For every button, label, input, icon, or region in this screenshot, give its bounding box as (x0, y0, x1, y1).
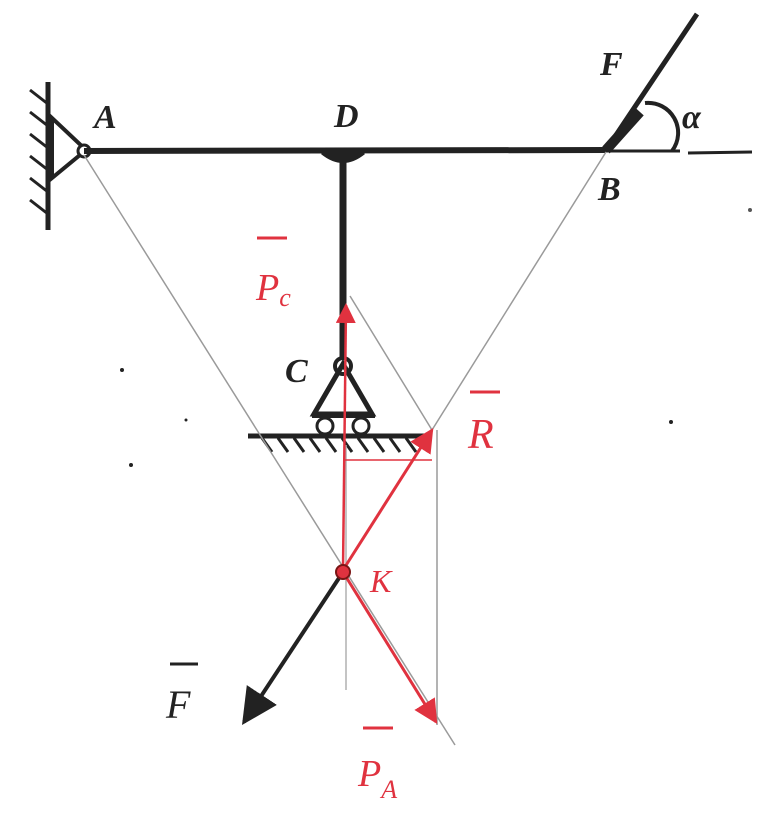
label-B: B (597, 171, 621, 208)
label-Pc-main: P (255, 267, 279, 309)
point-K (335, 564, 351, 580)
vector-F-at-K (242, 570, 345, 726)
label-C: C (285, 353, 308, 390)
label-A: A (92, 99, 117, 136)
label-PA-main: P (357, 753, 381, 795)
label-alpha: α (682, 99, 702, 136)
beam-AB (83, 147, 607, 154)
label-PA-sub: A (379, 775, 397, 804)
paper-specks (120, 208, 752, 467)
label-PA: PA (357, 753, 397, 804)
vector-Pc (335, 303, 356, 571)
label-R: R (467, 412, 494, 458)
wall-support (29, 82, 51, 230)
label-F-bottom: F (165, 682, 191, 727)
ground (248, 433, 425, 453)
label-F-top: F (599, 46, 623, 83)
force-F-head (602, 108, 644, 154)
vector-R (341, 427, 434, 571)
joint-D (321, 151, 365, 163)
label-D: D (333, 98, 359, 135)
alpha-arc (644, 100, 681, 153)
label-K: K (369, 563, 393, 599)
horizontal-reference-line-far (687, 150, 753, 155)
label-Pc-sub: c (279, 283, 291, 312)
red-vectors (335, 303, 438, 725)
vector-PA (341, 571, 438, 725)
label-Pc: Pc (255, 267, 291, 312)
